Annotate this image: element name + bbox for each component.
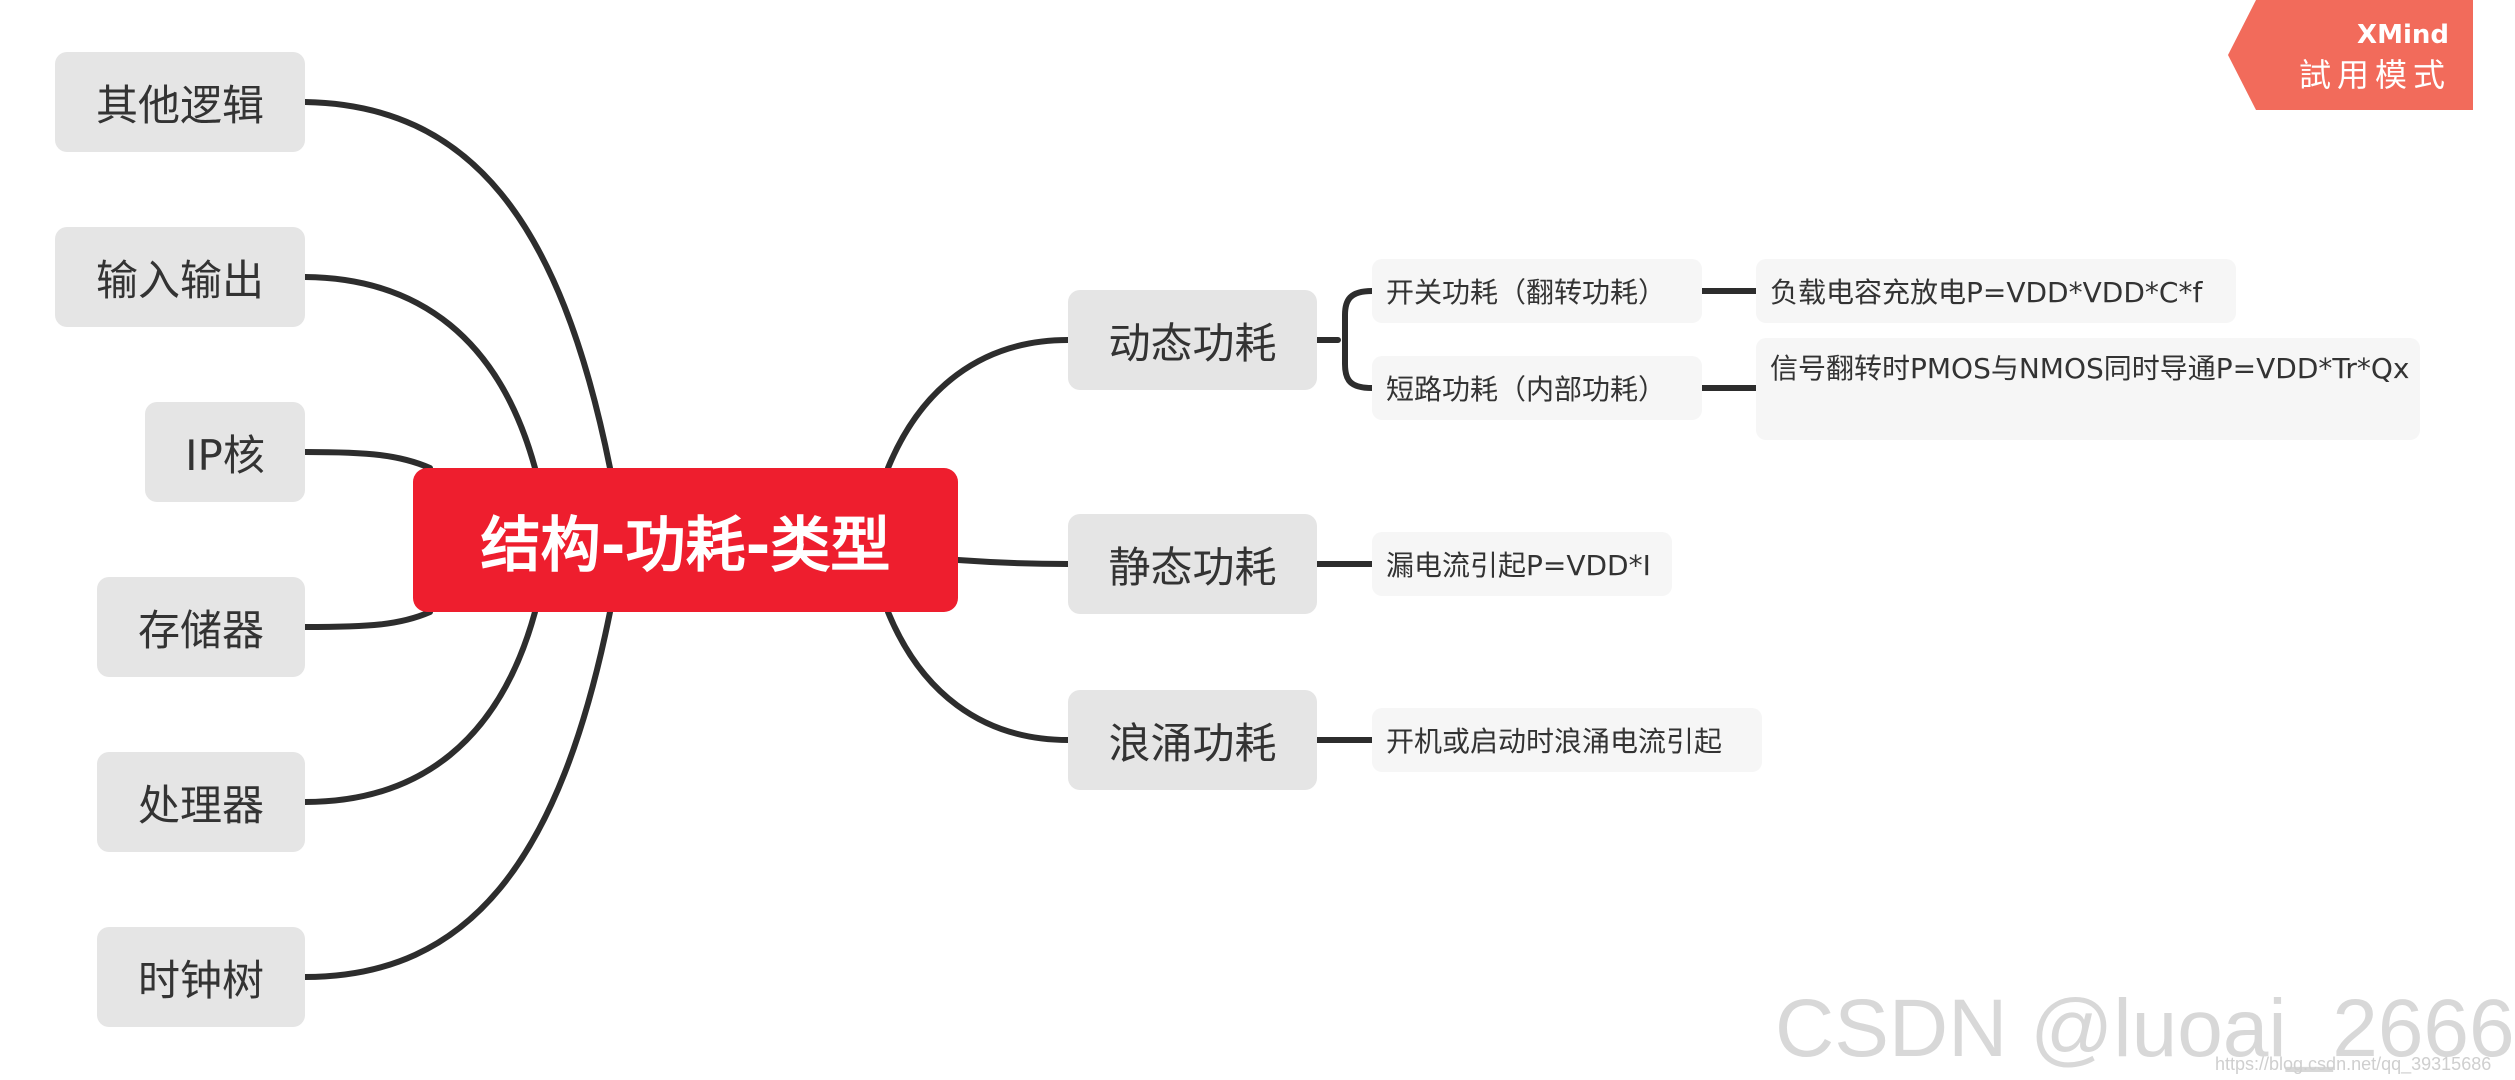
subtopic-short-circuit-power[interactable]: 短路功耗（内部功耗） [1372,356,1702,420]
branch-line-surge [885,609,1071,743]
badge-mode: 試用模式 [2298,56,2451,94]
topic-processor[interactable]: 处理器 [97,752,305,852]
branch-line-other-logic [302,99,613,471]
topic-label: 处理器 [137,780,264,830]
subtopic-switching-power[interactable]: 开关功耗（翻转功耗） [1372,259,1702,323]
branch-line-processor [302,609,538,805]
csdn-watermark: CSDN @luoai_2666 [1775,983,2515,1074]
topic-label: 存储器 [137,605,264,655]
branch-line-memory [302,609,433,630]
subtopic-label: 短路功耗（内部功耗） [1386,373,1667,406]
badge-brand: XMind [2357,20,2449,50]
topic-label: 时钟树 [137,955,264,1005]
topic-label: 动态功耗 [1108,318,1277,368]
topic-label: 其他逻辑 [95,80,264,130]
badge-background [2228,0,2473,110]
branch-line-static [955,557,1071,567]
subtopic-label: 开机或启动时浪涌电流引起 [1386,725,1723,758]
topic-label: 静态功耗 [1108,542,1277,592]
subtopic-surge-detail[interactable]: 开机或启动时浪涌电流引起 [1372,708,1762,772]
topic-other-logic[interactable]: 其他逻辑 [55,52,305,152]
topic-label: 浪涌功耗 [1108,718,1277,768]
xmind-trial-badge[interactable]: XMind 試用模式 [2228,0,2473,110]
branch-line-clock-tree [302,609,613,980]
topic-memory[interactable]: 存储器 [97,577,305,677]
central-topic[interactable]: 结构-功耗-类型 [413,468,958,612]
branch-line-dynamic [885,337,1071,471]
topic-dynamic-power[interactable]: 动态功耗 [1068,290,1317,390]
topic-surge-power[interactable]: 浪涌功耗 [1068,690,1317,790]
branch-line-dynamic-bracket [1314,288,1375,391]
topic-clock-tree[interactable]: 时钟树 [97,927,305,1027]
csdn-watermark-url: https://blog.csdn.net/qq_39315686 [2215,1054,2492,1074]
subtopic-leakage-detail[interactable]: 漏电流引起P=VDD*I [1372,532,1672,596]
subtopic-label: 信号翻转时PMOS与NMOS同时导通P=VDD*Tr*Qx [1770,352,2410,385]
topic-static-power[interactable]: 静态功耗 [1068,514,1317,614]
subtopic-label: 负载电容充放电P=VDD*VDD*C*f [1770,276,2203,309]
topic-io[interactable]: 输入输出 [55,227,305,327]
subtopic-label: 开关功耗（翻转功耗） [1386,276,1667,309]
subtopic-short-circuit-detail[interactable]: 信号翻转时PMOS与NMOS同时导通P=VDD*Tr*Qx [1756,338,2420,440]
subtopic-label: 漏电流引起P=VDD*I [1386,549,1651,582]
subtopic-switching-detail[interactable]: 负载电容充放电P=VDD*VDD*C*f [1756,259,2236,323]
topic-label: IP核 [185,430,265,480]
central-topic-label: 结构-功耗-类型 [480,510,891,581]
topic-label: 输入输出 [95,255,264,305]
topic-ip-core[interactable]: IP核 [145,402,305,502]
branch-line-ip [302,449,433,471]
branch-line-io [302,274,538,471]
